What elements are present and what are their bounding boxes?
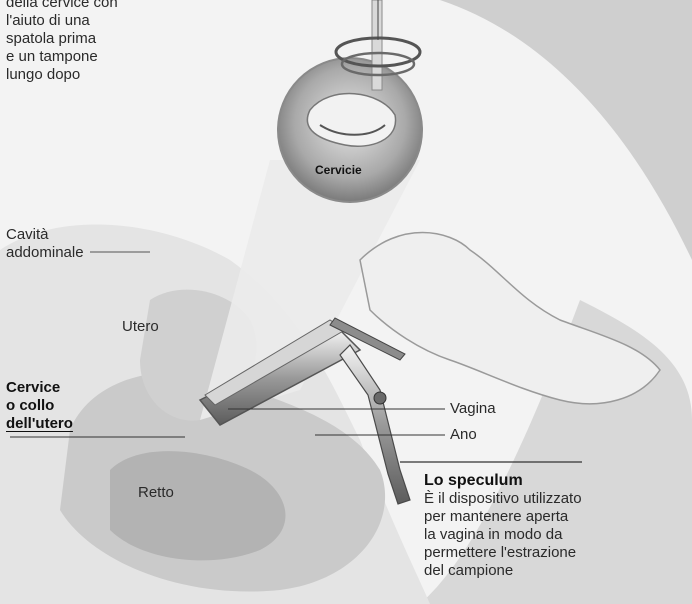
swab-stick (372, 0, 382, 90)
speculum-screw (374, 392, 386, 404)
speculum-description: È il dispositivo utilizzato per mantener… (424, 490, 582, 580)
label-cavita-addominale: Cavità addominale (6, 226, 84, 262)
label-utero: Utero (122, 318, 159, 336)
body-silhouette (440, 0, 692, 260)
label-ano: Ano (450, 426, 477, 444)
label-cervice: Cervice o collo dell'utero (6, 379, 73, 433)
label-retto: Retto (138, 484, 174, 502)
label-cervicie: Cervicie (315, 161, 362, 179)
speculum-title: Lo speculum (424, 472, 523, 490)
sampling-note: della cervice con l'aiuto di una spatola… (6, 0, 118, 84)
hand (360, 233, 660, 404)
label-vagina: Vagina (450, 400, 496, 418)
